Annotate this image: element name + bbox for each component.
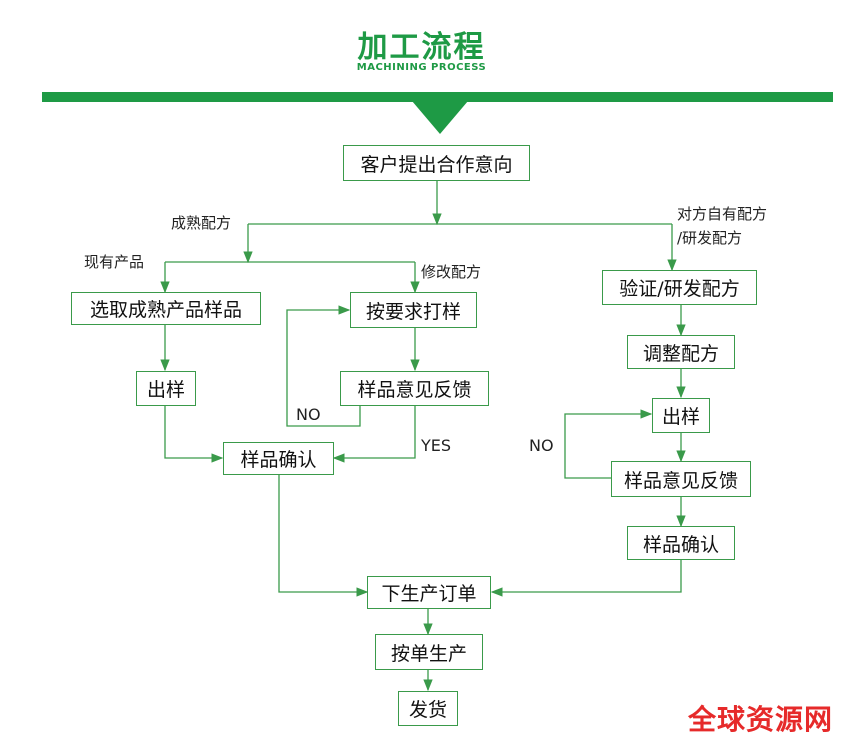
header-bar bbox=[42, 92, 833, 102]
node-place-order: 下生产订单 bbox=[367, 576, 491, 609]
label-yes-mid: YES bbox=[421, 436, 452, 455]
label-no-mid: NO bbox=[296, 405, 321, 424]
node-right-sample: 出样 bbox=[652, 398, 710, 433]
node-adjust-formula: 调整配方 bbox=[627, 335, 735, 369]
label-own-formula-line2: /研发配方 bbox=[677, 229, 743, 247]
node-produce: 按单生产 bbox=[375, 634, 483, 670]
page-title: 加工流程 bbox=[357, 30, 486, 65]
header-arrow-icon bbox=[412, 101, 468, 134]
label-no-right: NO bbox=[529, 436, 554, 455]
node-verify-develop: 验证/研发配方 bbox=[602, 270, 757, 305]
node-confirm-left: 样品确认 bbox=[223, 442, 334, 475]
label-modify-formula: 修改配方 bbox=[421, 263, 482, 281]
label-own-formula-line1: 对方自有配方 bbox=[677, 205, 768, 223]
node-left-sample: 出样 bbox=[136, 371, 196, 406]
page-subtitle: MACHINING PROCESS bbox=[356, 62, 487, 73]
watermark: 全球资源网 bbox=[688, 703, 834, 736]
node-confirm-right: 样品确认 bbox=[627, 526, 735, 560]
node-feedback-mid: 样品意见反馈 bbox=[340, 371, 489, 406]
node-client-intent: 客户提出合作意向 bbox=[343, 145, 530, 181]
node-sample-as-required: 按要求打样 bbox=[350, 292, 477, 328]
node-feedback-right: 样品意见反馈 bbox=[611, 461, 751, 497]
node-select-product: 选取成熟产品样品 bbox=[71, 292, 261, 325]
label-existing-product: 现有产品 bbox=[84, 253, 145, 271]
label-mature-formula: 成熟配方 bbox=[171, 214, 232, 232]
node-ship: 发货 bbox=[398, 691, 458, 726]
